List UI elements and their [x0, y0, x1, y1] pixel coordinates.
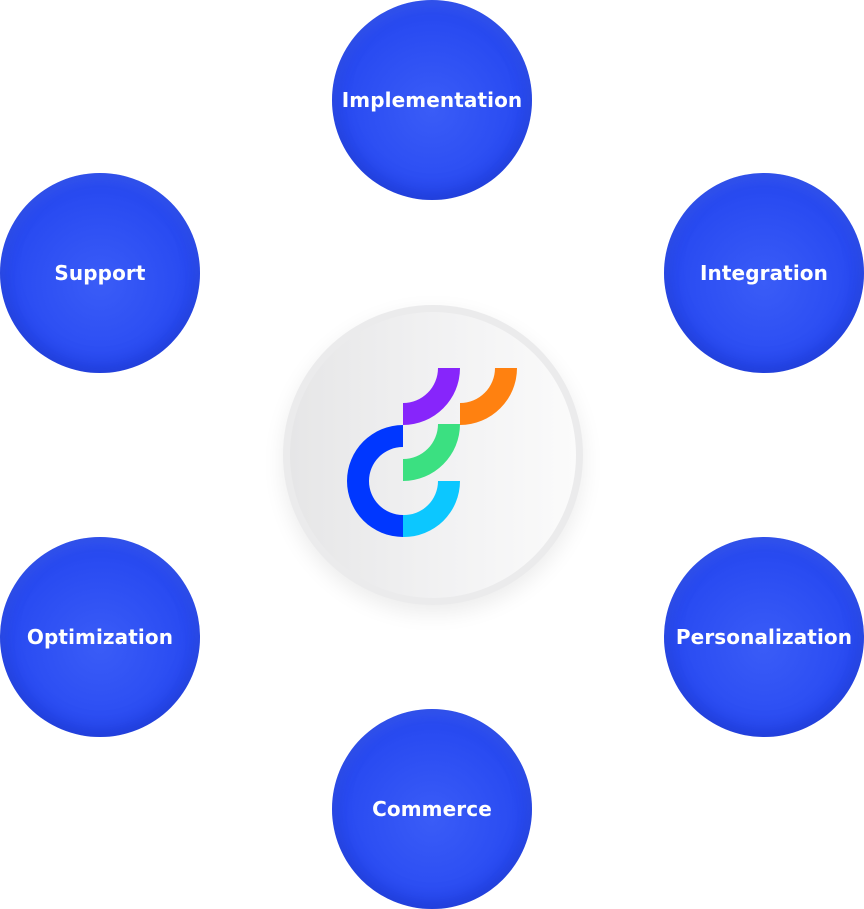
node-label-personalization: Personalization: [675, 625, 853, 649]
logo-orange-arc: [460, 368, 517, 425]
optimizely-logo-icon: [347, 368, 517, 538]
node-support: Support: [0, 173, 200, 373]
node-label-commerce: Commerce: [372, 797, 492, 821]
node-label-implementation: Implementation: [341, 88, 523, 112]
node-personalization: Personalization: [664, 537, 864, 737]
center-hub: [283, 305, 583, 605]
node-label-support: Support: [54, 261, 146, 285]
node-optimization: Optimization: [0, 537, 200, 737]
node-commerce: Commerce: [332, 709, 532, 909]
logo-purple-arc: [403, 368, 460, 425]
logo-green-arc: [403, 424, 460, 481]
node-label-optimization: Optimization: [26, 625, 174, 649]
node-integration: Integration: [664, 173, 864, 373]
node-implementation: Implementation: [332, 0, 532, 200]
logo-cyan-arc: [403, 481, 460, 538]
node-label-integration: Integration: [700, 261, 828, 285]
logo-blue-arc: [347, 425, 403, 537]
